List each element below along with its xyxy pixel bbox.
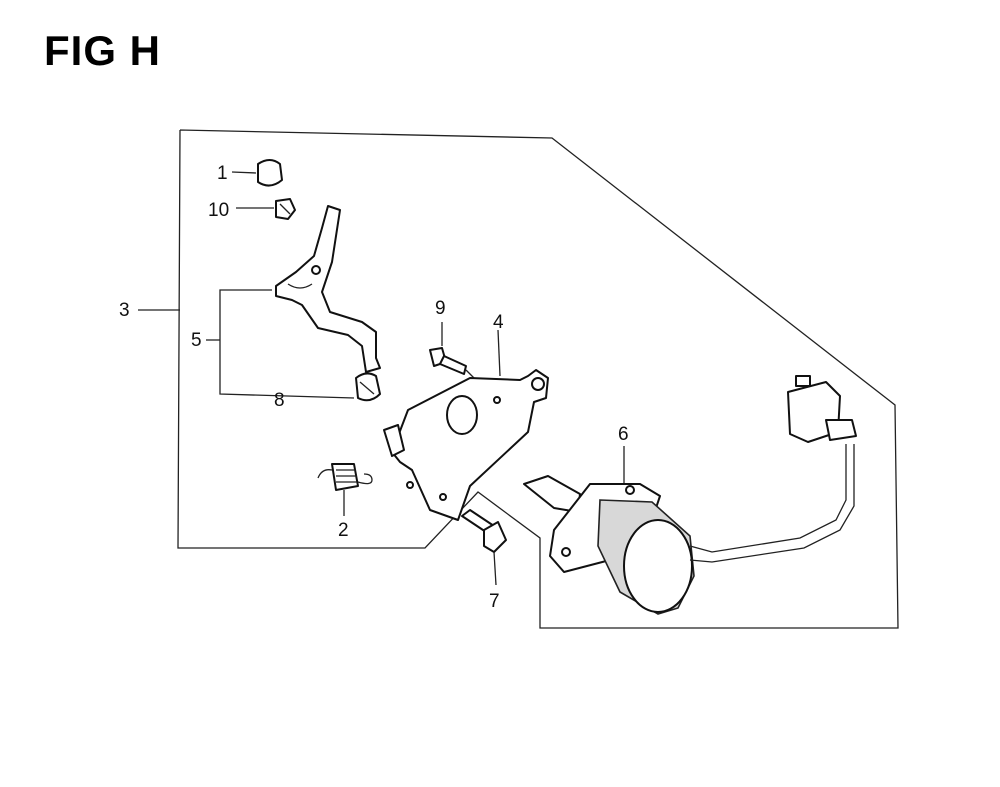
part-solenoid[interactable]	[523, 375, 857, 615]
part-spring[interactable]	[317, 463, 373, 516]
part-cap[interactable]	[231, 159, 283, 187]
callout-3: 3	[119, 300, 130, 321]
assembly-boundary	[177, 129, 899, 629]
part-collar[interactable]	[355, 372, 381, 402]
callout-7: 7	[489, 591, 500, 612]
callout-1: 1	[217, 163, 228, 184]
part-small-bolt[interactable]	[429, 322, 477, 381]
callout-bracket-5-8	[219, 289, 355, 399]
part-nut[interactable]	[236, 198, 296, 220]
callout-5: 5	[191, 330, 202, 351]
part-flange-bolt[interactable]	[461, 509, 507, 586]
part-base-plate[interactable]	[383, 329, 549, 521]
callout-8: 8	[274, 390, 285, 411]
callout-4: 4	[493, 312, 504, 333]
callout-10: 10	[208, 200, 229, 221]
part-lever[interactable]	[275, 205, 381, 373]
callout-6: 6	[618, 424, 629, 445]
callout-2: 2	[338, 520, 349, 541]
callout-9: 9	[435, 298, 446, 319]
figure-title: FIG H	[44, 27, 161, 74]
